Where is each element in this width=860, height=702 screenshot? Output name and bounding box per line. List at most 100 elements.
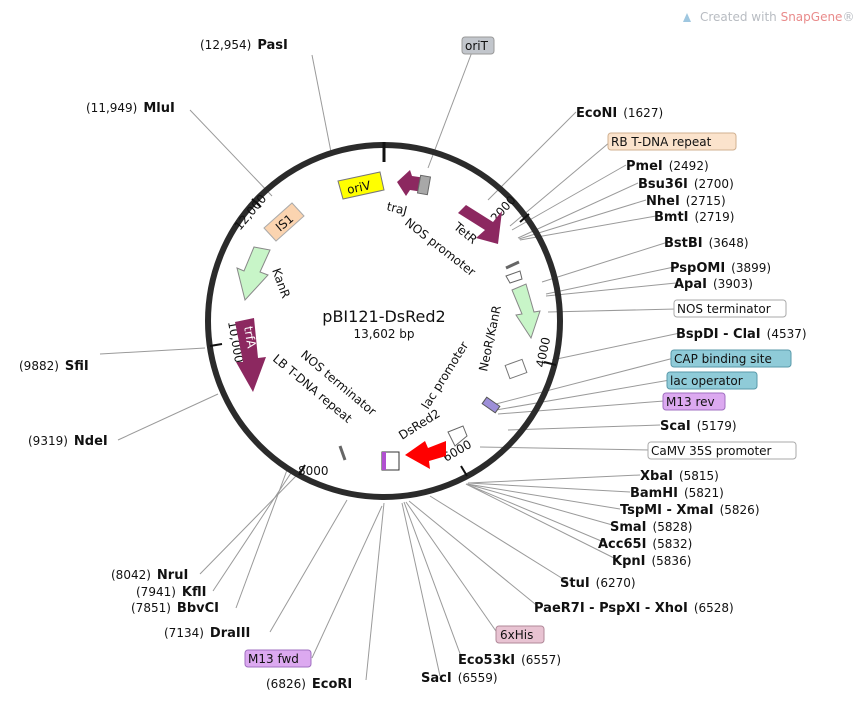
- tetr-arrow: [458, 205, 502, 244]
- site-nrui[interactable]: (8042)NruI: [111, 568, 188, 583]
- feature-traj: traJ: [385, 170, 432, 218]
- leader-kpni: [465, 483, 619, 561]
- site-acc65i[interactable]: Acc65I(5832): [598, 537, 692, 552]
- site-eco53ki[interactable]: Eco53kI(6557): [458, 653, 561, 668]
- leader-bsu36i: [517, 182, 639, 239]
- box-orit-bg: [461, 36, 495, 55]
- box-cap-site[interactable]: CAP binding site: [670, 349, 792, 368]
- leader-bmti: [519, 215, 657, 241]
- leader-kfli: [212, 472, 292, 592]
- snapgene-logo-icon: [683, 13, 691, 22]
- box-m13-rev-label: M13 rev: [666, 395, 715, 409]
- tick-label-4000: 4000: [533, 336, 553, 369]
- leader-smai: [466, 483, 617, 527]
- leader-lacop: [495, 379, 671, 411]
- box-camv35s-label: CaMV 35S promoter: [651, 444, 772, 458]
- tick-10000: [209, 343, 223, 347]
- leader-lines: [99, 51, 681, 681]
- site-apai[interactable]: ApaI(3903): [674, 277, 753, 292]
- leader-bamhi: [467, 482, 631, 493]
- plasmid-size: 13,602 bp: [353, 327, 414, 341]
- box-orit-label: oriT: [465, 39, 489, 53]
- box-m13-rev[interactable]: M13 rev: [662, 392, 726, 411]
- box-cap-site-label: CAP binding site: [674, 352, 772, 366]
- leader-stui: [429, 495, 569, 583]
- site-bamhi[interactable]: BamHI(5821): [630, 486, 724, 501]
- leader-nhei: [518, 199, 647, 240]
- site-kpni[interactable]: KpnI(5836): [612, 554, 691, 569]
- feature-dsred2: DsRed2: [381, 406, 446, 471]
- box-camv35s-bg: [647, 441, 797, 460]
- tick-4000: [543, 361, 557, 366]
- site-bbvci[interactable]: (7851)BbvCI: [131, 601, 219, 616]
- traj-label: traJ: [385, 199, 408, 218]
- leader-clai: [551, 332, 681, 361]
- leader-cap: [491, 357, 675, 406]
- site-nhei[interactable]: NheI(2715): [646, 194, 726, 209]
- site-xhoi[interactable]: PaeR7I - PspXI - XhoI(6528): [534, 601, 734, 616]
- leader-bstbi: [541, 241, 669, 283]
- site-saci[interactable]: SacI(6559): [421, 671, 498, 686]
- site-ecori[interactable]: (6826)EcoRI: [266, 677, 352, 692]
- site-smai[interactable]: SmaI(5828): [610, 520, 692, 535]
- feature-oriv: oriV: [337, 171, 385, 200]
- lac-region-marker: [481, 396, 501, 414]
- leader-saci: [401, 502, 441, 677]
- oriv-arrow: [337, 171, 385, 200]
- site-bsu36i[interactable]: Bsu36I(2700): [638, 177, 734, 192]
- watermark-brand: SnapGene: [781, 10, 843, 24]
- leader-6xhis: [405, 501, 499, 635]
- box-m13-fwd[interactable]: M13 fwd: [244, 649, 312, 668]
- leader-acc65i: [465, 483, 607, 544]
- site-kfli[interactable]: (7941)KflI: [136, 585, 206, 600]
- box-m13-fwd-label: M13 fwd: [248, 652, 299, 666]
- site-draiii[interactable]: (7134)DraIII: [164, 626, 250, 641]
- box-orit[interactable]: oriT: [461, 36, 495, 55]
- box-lac-operator-bg: [666, 371, 758, 390]
- orit-marker: [416, 174, 432, 196]
- his-tag-marker: [382, 452, 386, 470]
- site-sfii[interactable]: (9882)SfiI: [19, 359, 89, 374]
- leader-xhoi: [408, 500, 541, 609]
- tick-6000: [460, 465, 468, 477]
- site-scai[interactable]: ScaI(5179): [660, 419, 737, 434]
- box-rb-tdna[interactable]: RB T-DNA repeat: [607, 132, 737, 151]
- site-clai[interactable]: BspDI - ClaI(4537): [676, 327, 807, 342]
- site-pspomi[interactable]: PspOMI(3899): [670, 261, 771, 276]
- lb-tdna-marker: [338, 445, 347, 461]
- trfa-label: trfA: [241, 325, 259, 350]
- box-6xhis-label: 6xHis: [500, 628, 533, 642]
- feature-kanr: KanR: [236, 246, 293, 302]
- box-nos-terminator[interactable]: NOS terminator: [673, 299, 787, 318]
- box-rb-tdna-label: RB T-DNA repeat: [611, 135, 712, 149]
- site-bstbi[interactable]: BstBI(3648): [664, 236, 749, 251]
- site-pmei[interactable]: PmeI(2492): [626, 159, 709, 174]
- watermark-reg: ®: [842, 10, 854, 24]
- tick-12000: [251, 198, 262, 208]
- leader-xbai: [467, 474, 641, 484]
- box-6xhis[interactable]: 6xHis: [495, 625, 545, 644]
- tick-label-2000: 2000: [488, 193, 519, 225]
- box-6xhis-bg: [495, 625, 545, 644]
- leader-pasi: [311, 54, 332, 153]
- box-nos-terminator-label: NOS terminator: [677, 302, 771, 316]
- box-m13-rev-bg: [662, 392, 726, 411]
- site-bmti[interactable]: BmtI(2719): [654, 210, 734, 225]
- site-pasi[interactable]: (12,954)PasI: [200, 38, 288, 53]
- site-econi[interactable]: EcoNI(1627): [576, 106, 663, 121]
- box-camv35s[interactable]: CaMV 35S promoter: [647, 441, 797, 460]
- site-stui[interactable]: StuI(6270): [560, 576, 636, 591]
- site-xbai[interactable]: XbaI(5815): [640, 469, 719, 484]
- box-rb-tdna-bg: [607, 132, 737, 151]
- site-ndei[interactable]: (9319)NdeI: [28, 434, 108, 449]
- site-xmai[interactable]: TspMI - XmaI(5826): [620, 503, 760, 518]
- feature-trfa: trfA: [235, 318, 266, 392]
- kanr-label: KanR: [269, 266, 293, 300]
- leader-eco53ki: [403, 501, 463, 660]
- leader-draiii: [269, 499, 348, 633]
- leader-m13fwd: [311, 505, 383, 659]
- leader-bbvci: [235, 469, 288, 609]
- site-mlui[interactable]: (11,949)MluI: [86, 101, 175, 116]
- box-lac-operator[interactable]: lac operator: [666, 371, 758, 390]
